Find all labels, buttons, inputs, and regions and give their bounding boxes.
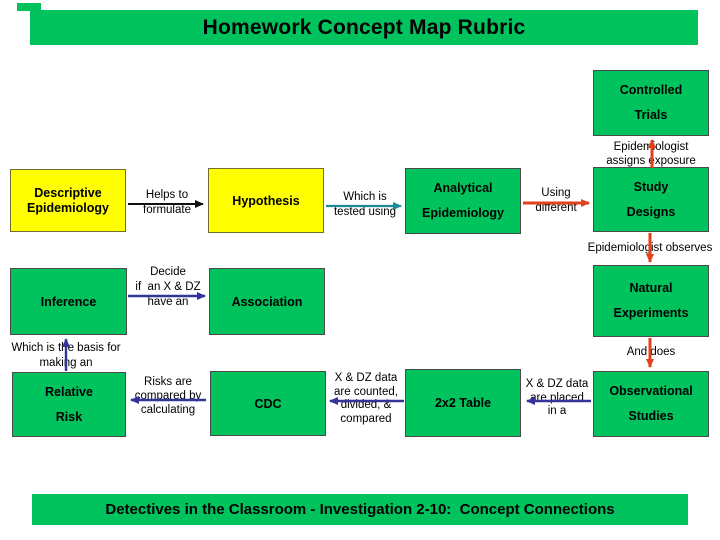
- node-relative-risk: Relative Risk: [12, 372, 126, 437]
- node-2x2-table: 2x2 Table: [405, 369, 521, 437]
- slide-title: Homework Concept Map Rubric: [30, 10, 698, 45]
- node-controlled-trials: Controlled Trials: [593, 70, 709, 136]
- slide-footer: Detectives in the Classroom - Investigat…: [32, 494, 688, 525]
- node-inference: Inference: [10, 268, 127, 335]
- node-study-designs: Study Designs: [593, 167, 709, 232]
- node-natural-experiments: Natural Experiments: [593, 265, 709, 337]
- node-analytical-epidemiology: Analytical Epidemiology: [405, 168, 521, 234]
- edge-label-risks-are-compared: Risks are compared by calculating: [134, 376, 202, 416]
- edge-label-decide-if-have-an: Decide if an X & DZ have an: [135, 266, 201, 308]
- node-hypothesis: Hypothesis: [208, 168, 324, 233]
- edge-label-and-does: And does: [626, 346, 676, 358]
- node-observational-studies: Observational Studies: [593, 371, 709, 437]
- node-cdc: CDC: [210, 371, 326, 436]
- edge-label-which-is-the-basis: Which is the basis for making an: [11, 342, 121, 369]
- node-association: Association: [209, 268, 325, 335]
- edge-label-epidemiologist-observes: Epidemiologist observes: [587, 242, 713, 254]
- edge-label-epidemiologist-assigns-exposure: Epidemiologist assigns exposure: [606, 141, 696, 167]
- edge-label-using-different: Using different: [535, 187, 577, 214]
- edge-label-which-is-tested-using: Which is tested using: [333, 191, 396, 218]
- edge-label-placed-in-a: X & DZ data are placed in a: [525, 378, 589, 417]
- corner-accent: [17, 3, 41, 11]
- edge-label-counted-divided-compared: X & DZ data are counted, divided, & comp…: [334, 372, 398, 425]
- node-descriptive-epidemiology: Descriptive Epidemiology: [10, 169, 126, 232]
- edge-label-helps-to-formulate: Helps to formulate: [143, 189, 191, 216]
